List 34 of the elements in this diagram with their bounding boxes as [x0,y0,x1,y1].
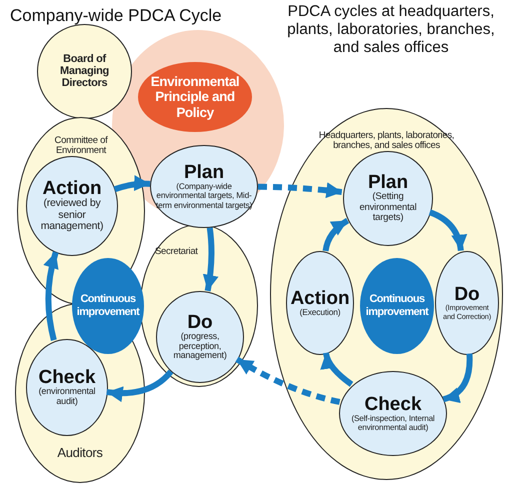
step-description: (Company-wide environmental targets, Mid-term environmental targets) [154,182,254,210]
step-title: Do [187,312,213,332]
step-title: Plan [368,173,408,192]
step-title: Plan [184,163,224,182]
arrow [106,370,174,402]
step-title: Check [38,368,96,388]
arrow [428,209,467,252]
step-description: (progress, perception, management) [172,332,228,362]
step-circle [156,291,244,383]
arrow [44,251,59,341]
diagram-title: Company-wide PDCA Cycle [10,6,222,26]
arrow [321,352,354,387]
step-description: (reviewed by senior management) [40,198,104,233]
step-title: Action [290,288,350,308]
group-label: Board of Managing Directors [59,53,110,90]
step-description: (Execution) [298,308,342,318]
policy-label: Environmental Principle and Policy [150,74,240,120]
center-label: Continuous improvement [76,293,141,319]
step-description: (Self-inspection, Internal environmental audit) [350,414,436,432]
group-label: Auditors [56,446,104,460]
arrow [235,356,340,405]
arrow [322,218,350,252]
arrow [442,354,473,402]
step-title: Action [42,179,102,198]
center-label: Continuous improvement [364,293,430,319]
step-description: (environmental audit) [38,387,96,407]
step-description: (Setting environmental targets) [358,192,418,224]
arrow [202,227,218,292]
section-heading: PDCA cycles at headquarters, plants, laboratories, branches, and sales offices [286,3,496,57]
step-title: Check [364,394,422,414]
step-title: Do [454,285,480,304]
group-label: Secretariat [154,247,199,258]
arrow [258,182,343,198]
group-label: Committee of Environment [54,136,109,157]
